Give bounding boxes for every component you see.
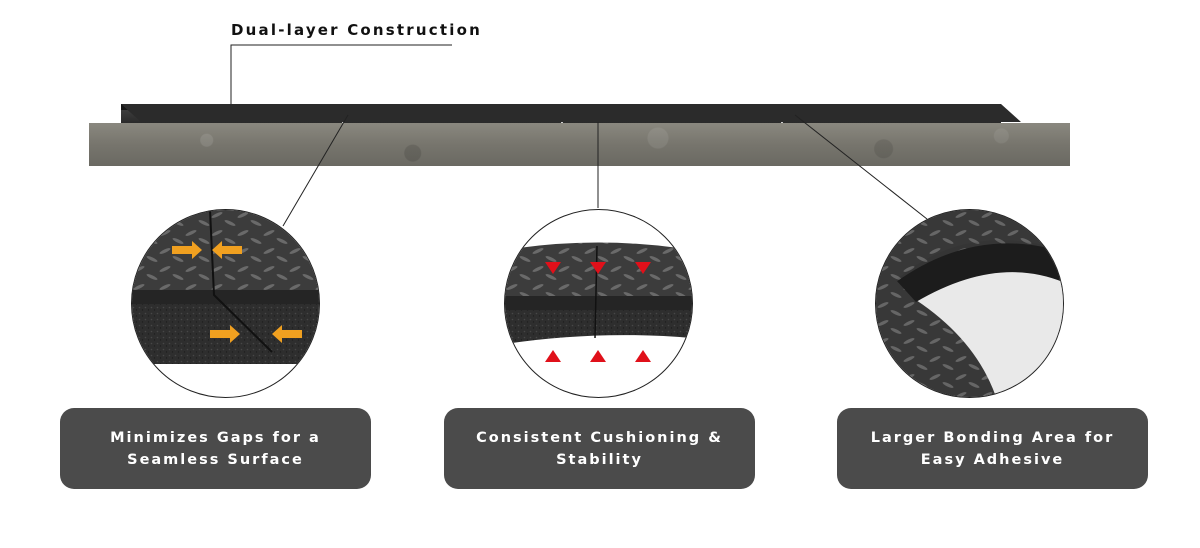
feature-label-seamless: Minimizes Gaps for a Seamless Surface xyxy=(60,408,371,489)
cushion-pressure-arrows-icon xyxy=(545,262,651,362)
bonding-detail-callout xyxy=(875,209,1064,398)
feature-label-text: Consistent Cushioning & Stability xyxy=(476,429,723,468)
construction-heading: Dual-layer Construction xyxy=(231,21,482,39)
peeled-backing-icon xyxy=(876,210,1063,397)
feature-label-bonding: Larger Bonding Area for Easy Adhesive xyxy=(837,408,1148,489)
gap-closing-arrows-icon xyxy=(172,241,302,343)
leader-line-right xyxy=(794,114,928,220)
seam-detail-callout xyxy=(131,209,320,398)
heading-leader-line xyxy=(230,44,452,106)
feature-label-cushioning: Consistent Cushioning & Stability xyxy=(444,408,755,489)
leader-line-left xyxy=(282,114,349,227)
concrete-slab xyxy=(89,123,1070,166)
cushion-detail-callout xyxy=(504,209,693,398)
mat-edge-shadow xyxy=(121,104,1021,122)
feature-label-text: Larger Bonding Area for Easy Adhesive xyxy=(870,429,1115,468)
feature-label-text: Minimizes Gaps for a Seamless Surface xyxy=(110,429,321,468)
